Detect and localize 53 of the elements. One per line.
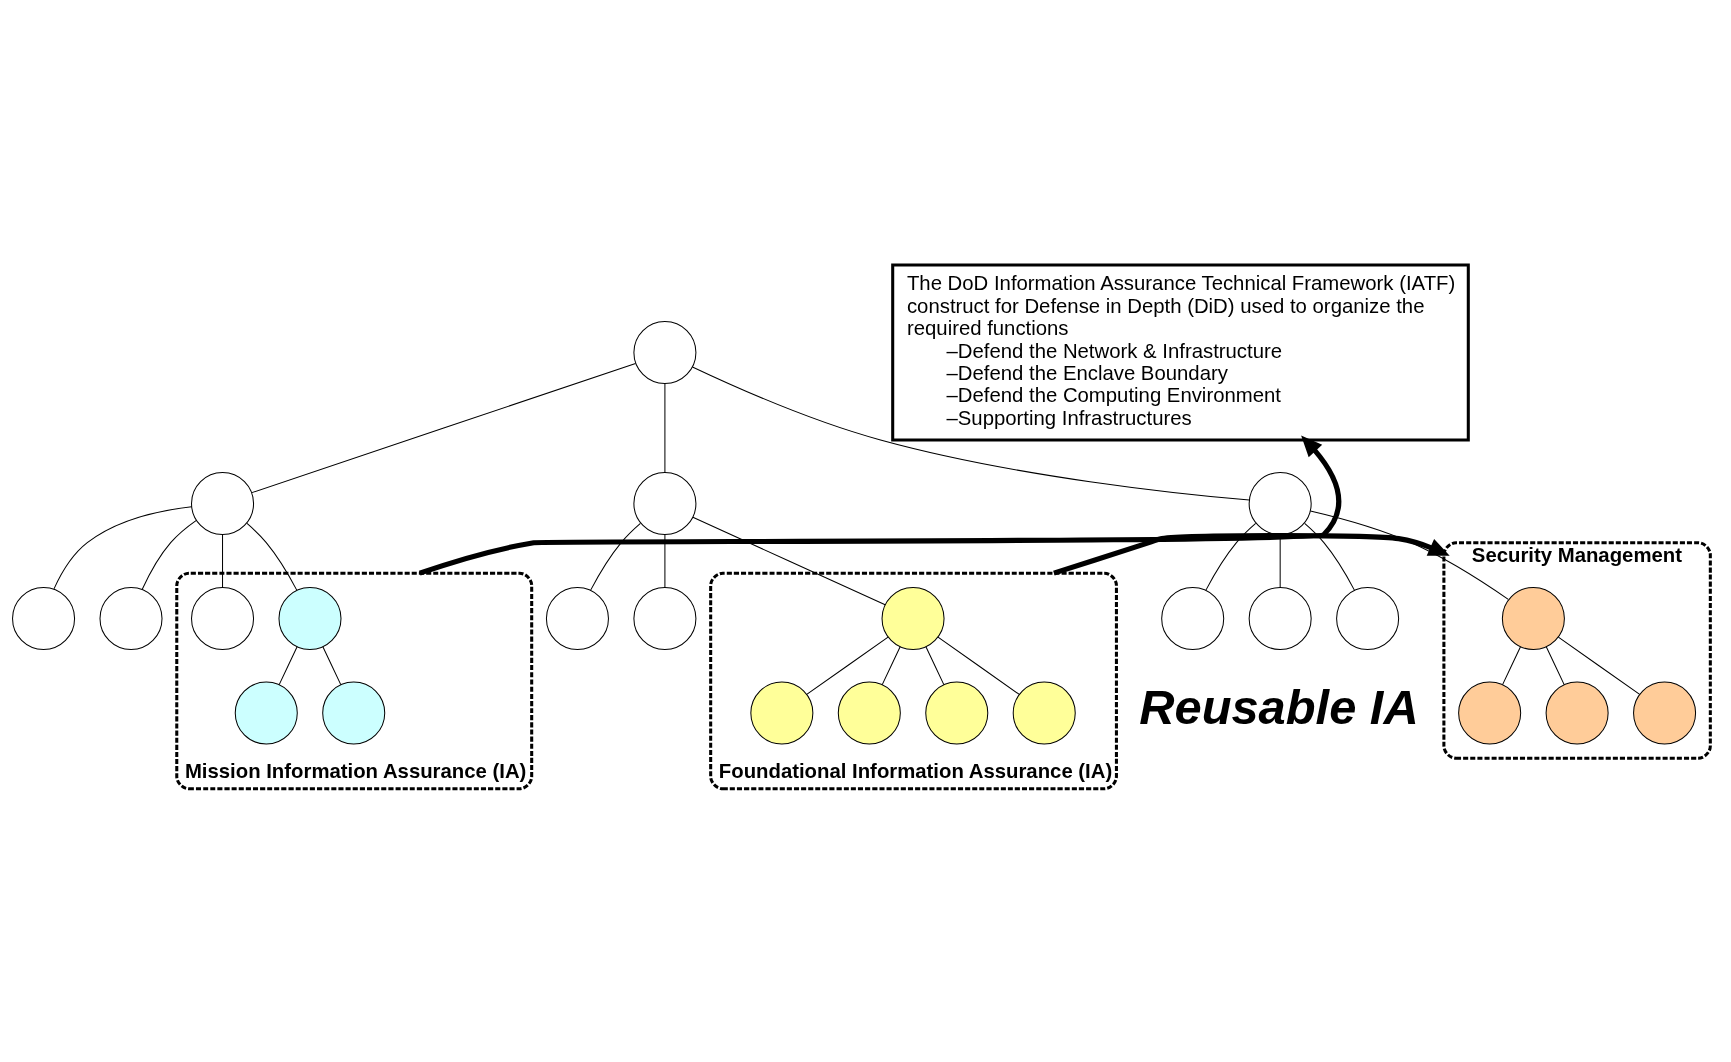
connector (246, 522, 298, 591)
node-circle (191, 586, 255, 650)
connector (278, 646, 298, 686)
node-circle (278, 586, 342, 650)
connector (925, 646, 945, 686)
arrow (1053, 533, 1450, 576)
cluster: Security Management (1442, 541, 1712, 760)
node-circle (234, 681, 298, 745)
connector (937, 636, 1020, 695)
node-circle (1336, 586, 1400, 650)
node-circle (881, 586, 945, 650)
connector (1502, 646, 1521, 686)
cluster: Mission Information Assurance (IA) (175, 571, 534, 791)
arrow (418, 435, 1341, 576)
connector (692, 516, 886, 606)
node-circle (1012, 681, 1076, 745)
node-circle (191, 472, 255, 536)
connector (251, 362, 637, 494)
node-circle (750, 681, 814, 745)
connector (1205, 522, 1257, 591)
node-circle (545, 586, 609, 650)
connector (1304, 522, 1355, 591)
connector (53, 506, 193, 590)
node-circle (1458, 681, 1522, 745)
node-circle (322, 681, 386, 745)
node-circle (1248, 472, 1312, 536)
connector (141, 519, 197, 590)
connector (1557, 636, 1641, 695)
cluster: Foundational Information Assurance (IA) (709, 571, 1118, 791)
connector (664, 383, 666, 473)
connector (590, 522, 641, 591)
connector (691, 366, 1250, 501)
label: Reusable IA (1139, 680, 1419, 735)
connector (664, 534, 666, 588)
node-circle (1545, 681, 1609, 745)
node-circle (1501, 586, 1565, 650)
node-circle (1161, 586, 1225, 650)
node-circle (12, 586, 76, 650)
node-circle (1633, 681, 1697, 745)
connector (881, 646, 901, 686)
node-circle (925, 681, 989, 745)
node-circle (1248, 586, 1312, 650)
connector (322, 646, 342, 686)
node-box: The DoD Information Assurance Technical Framework (IATF) construct for Defense in Depth (DiD) used to organize the required functions –Defend the Network & Infrastructure –Defend the Enclave Boundary –Defend the Computing Environment –Supporting Infrastructures (891, 263, 1470, 442)
connector (1309, 510, 1509, 600)
node-circle (837, 681, 901, 745)
node-circle (99, 586, 163, 650)
node-circle (633, 586, 697, 650)
connector (1545, 646, 1565, 686)
connector (222, 534, 224, 588)
connector (806, 636, 889, 695)
node-circle (633, 321, 697, 385)
node-circle (633, 472, 697, 536)
